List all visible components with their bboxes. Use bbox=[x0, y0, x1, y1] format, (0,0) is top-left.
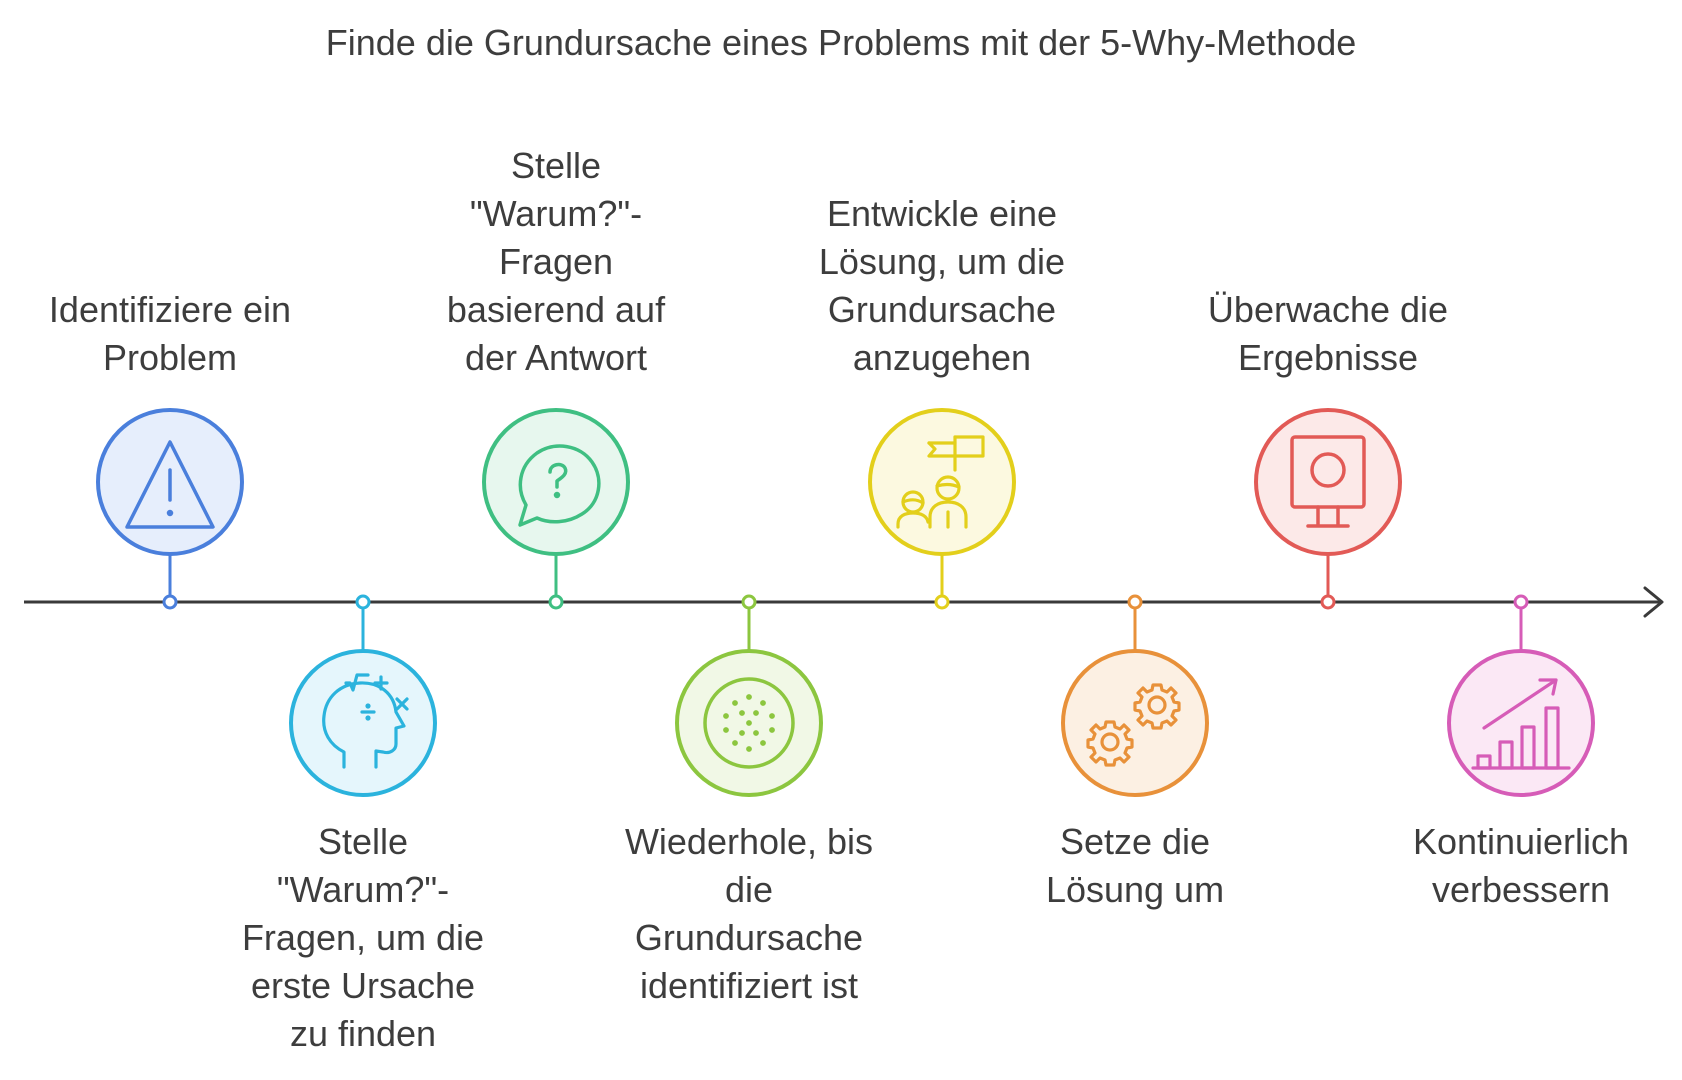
step-5-node bbox=[868, 408, 1016, 610]
dotted-circle-icon bbox=[703, 677, 795, 769]
step-3-label: Stelle "Warum?"- Fragen basierend auf de… bbox=[446, 145, 666, 378]
timeline-arrowhead bbox=[1643, 586, 1664, 618]
step-8-node bbox=[1447, 594, 1595, 797]
team-flag-icon bbox=[896, 435, 985, 529]
growth-chart-icon bbox=[1471, 678, 1571, 770]
diagram-title: Finde die Grundursache eines Problems mi… bbox=[325, 22, 1357, 63]
question-bubble-icon bbox=[518, 444, 601, 527]
step-8-label: Kontinuierlich verbessern bbox=[1412, 821, 1630, 910]
step-2-node bbox=[289, 594, 437, 797]
warning-icon bbox=[125, 440, 215, 529]
step-1-label: Identifiziere ein Problem bbox=[48, 289, 292, 378]
step-1-node bbox=[96, 408, 244, 610]
step-2-label: Stelle "Warum?"- Fragen, um die erste Ur… bbox=[241, 821, 485, 1054]
step-6-circle bbox=[1061, 649, 1209, 797]
step-5-label: Entwickle eine Lösung, um die Grundursac… bbox=[818, 193, 1066, 378]
step-4-label: Wiederhole, bis die Grundursache identif… bbox=[624, 821, 874, 1006]
step-7-node bbox=[1254, 408, 1402, 610]
monitor-icon bbox=[1290, 435, 1366, 528]
head-math-icon bbox=[322, 673, 409, 769]
step-6-node bbox=[1061, 594, 1209, 797]
gears-icon bbox=[1086, 683, 1181, 767]
step-2-circle bbox=[289, 649, 437, 797]
step-7-circle bbox=[1254, 408, 1402, 556]
step-7-label: Überwache die Ergebnisse bbox=[1207, 289, 1449, 378]
step-8-circle bbox=[1447, 649, 1595, 797]
step-6-label: Setze die Lösung um bbox=[1045, 821, 1225, 910]
step-3-node bbox=[482, 408, 630, 610]
step-4-node bbox=[675, 594, 823, 797]
step-5-circle bbox=[868, 408, 1016, 556]
